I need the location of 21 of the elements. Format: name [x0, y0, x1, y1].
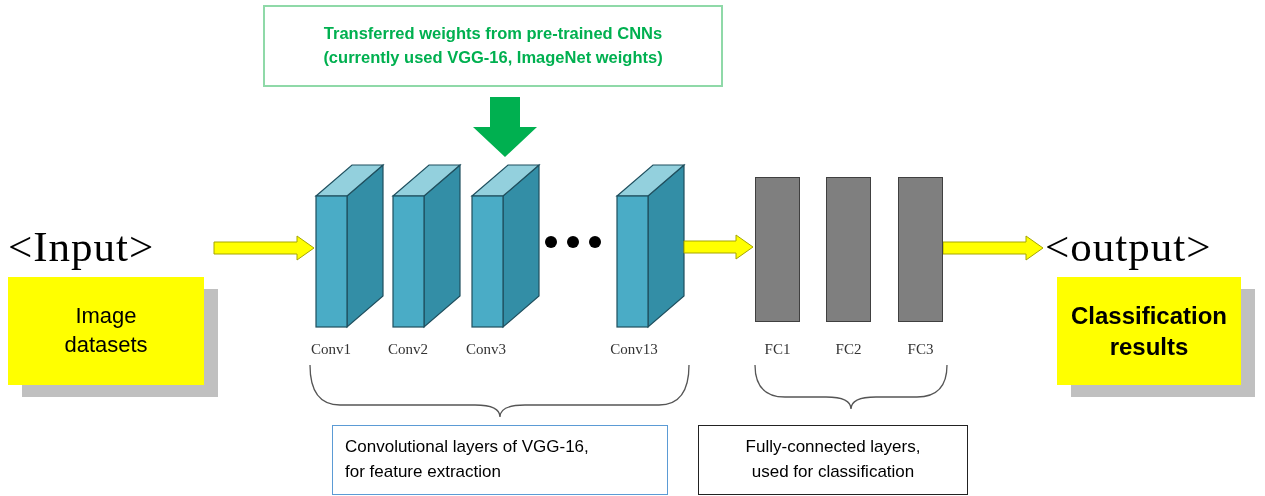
layer-label: FC3 [906, 341, 935, 358]
block-arrow [213, 235, 315, 261]
text-box [263, 5, 723, 87]
block-arrow [473, 97, 537, 157]
layer-label: Conv2 [387, 341, 429, 358]
box-text: Classification results [1069, 300, 1228, 362]
layer-label: Conv3 [465, 341, 507, 358]
caption-box [332, 425, 668, 495]
layer-label: Conv1 [310, 341, 352, 358]
note-text: Transferred weights from pre-trained CNNs (currently used VGG-16, ImageNet weights) [322, 23, 664, 68]
layer-label: FC2 [834, 341, 863, 358]
layer-label: FC1 [763, 341, 792, 358]
heading-text: <Input> [8, 222, 156, 271]
layer-label: Conv13 [609, 341, 659, 358]
box-text: Image datasets [63, 302, 149, 359]
heading-text: <output> [1045, 222, 1213, 271]
block-arrow [942, 235, 1044, 261]
caption-box [698, 425, 968, 495]
block-arrow [683, 234, 754, 260]
caption-text: Convolutional layers of VGG-16, for feature extraction [345, 436, 590, 483]
caption-text: Fully-connected layers, used for classification [744, 436, 922, 483]
